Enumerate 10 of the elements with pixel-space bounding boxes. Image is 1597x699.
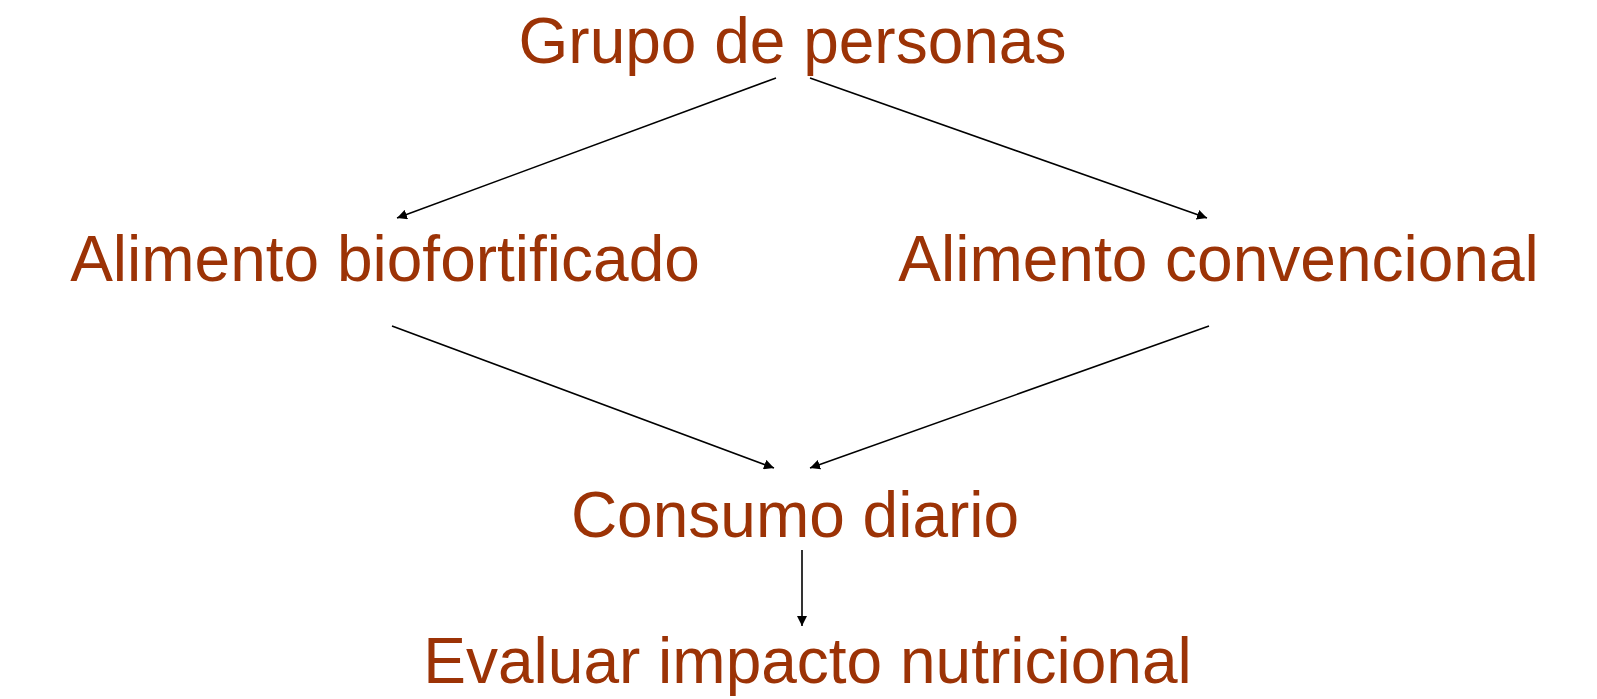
arrow [809,325,1210,470]
arrow [809,77,1208,220]
arrow [391,325,775,470]
step-label: Grupo de personas [518,6,1067,77]
step-label: Alimento biofortificado [70,224,700,295]
arrow [396,77,777,220]
step-label: Evaluar impacto nutricional [423,626,1192,697]
arrow [797,549,807,627]
step-label: Consumo diario [570,480,1020,551]
step-label: Alimento convencional [898,224,1539,295]
